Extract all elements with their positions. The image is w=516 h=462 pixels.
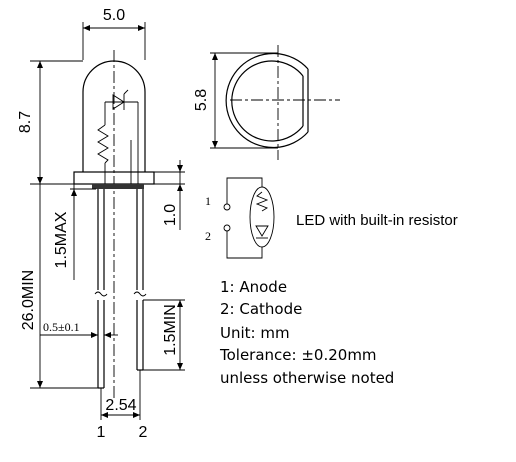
dim-bend-length: 1.5MIN	[162, 304, 179, 356]
note-anode: 1: Anode	[220, 278, 287, 296]
led-top-view	[210, 45, 340, 160]
note-cathode: 2: Cathode	[220, 300, 302, 318]
pin-label-2: 2	[139, 424, 148, 441]
schematic-pin-1: 1	[205, 194, 211, 208]
dim-lead-width: 0.5±0.1	[43, 320, 80, 334]
schematic-description: LED with built-in resistor	[296, 212, 458, 229]
note-tolerance: Tolerance: ±0.20mm	[219, 346, 377, 364]
note-unit: Unit: mm	[220, 324, 290, 342]
note-unless: unless otherwise noted	[220, 369, 394, 387]
schematic-pin-2: 2	[205, 229, 211, 243]
led-body	[73, 50, 155, 400]
dimension-lines	[30, 22, 185, 420]
led-leads	[94, 189, 147, 389]
dim-flange-thickness: 1.0	[162, 204, 179, 226]
schematic-symbol	[223, 177, 275, 259]
pin-label-1: 1	[97, 424, 106, 441]
dim-lead-spacing: 2.54	[105, 397, 136, 414]
dim-flange-height: 1.5MAX	[53, 211, 70, 268]
dim-total-height: 8.7	[17, 111, 34, 133]
dim-top-width: 5.0	[103, 7, 125, 24]
dim-lead-length: 26.0MIN	[20, 270, 37, 330]
dim-flange-diameter: 5.8	[193, 89, 210, 111]
